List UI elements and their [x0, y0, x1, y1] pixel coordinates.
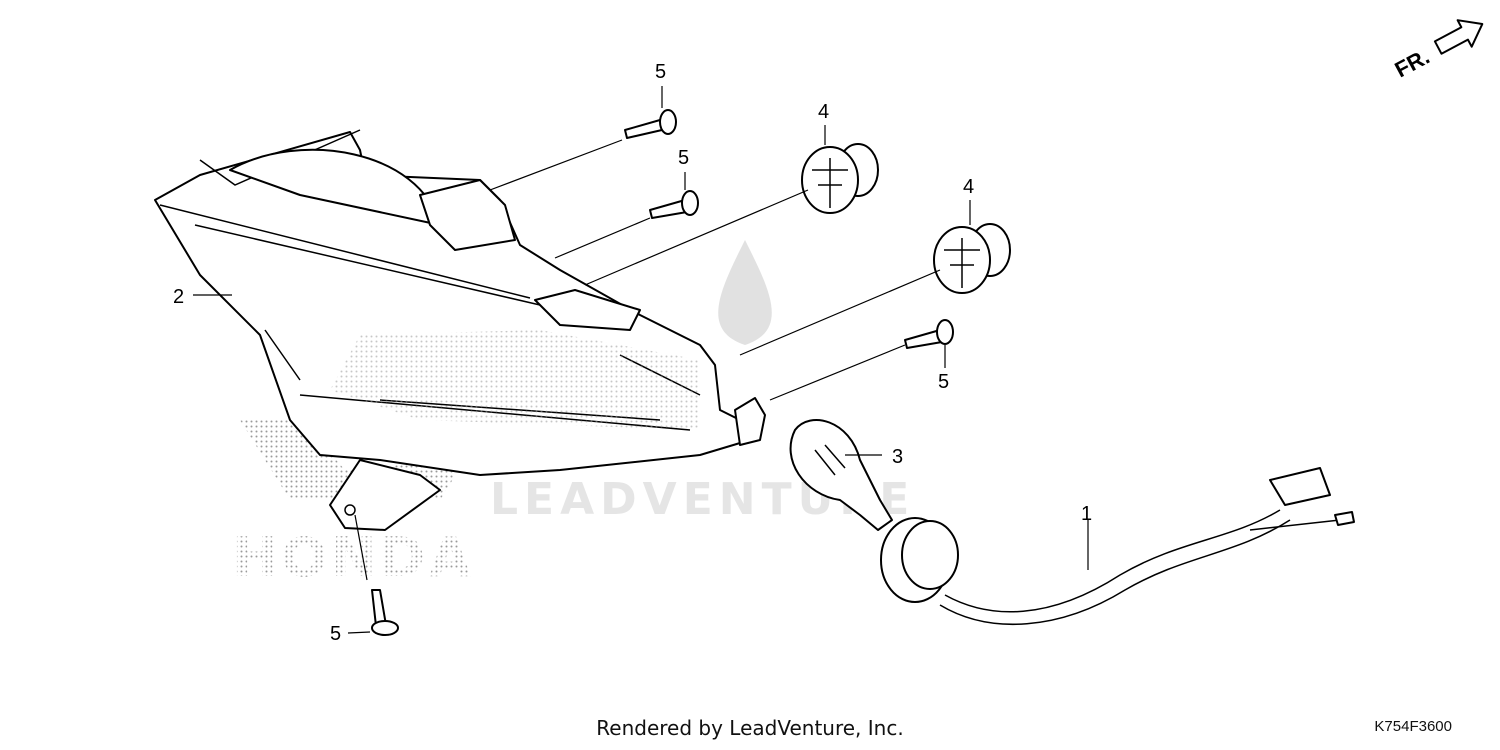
watermark-brand-text: HONDA [232, 526, 475, 589]
callout-bulb: 3 [892, 446, 903, 468]
callout-harness: 1 [1081, 503, 1092, 525]
callout-hardware-mount-bottom: 5 [330, 623, 341, 645]
callout-hardware-socket-right: 5 [938, 371, 949, 393]
socket-cap-upper [801, 143, 879, 214]
footer-credit: Rendered by LeadVenture, Inc. [596, 716, 904, 740]
screw-lamp-top [624, 109, 677, 139]
callout-socket-cap-lower: 4 [963, 176, 974, 198]
screw-socket-right [904, 319, 954, 349]
callout-hardware-lamp-top: 5 [655, 61, 666, 83]
callout-housing: 2 [173, 286, 184, 308]
front-direction-indicator: FR. [1391, 19, 1484, 83]
callout-hardware-lamp-mid: 5 [678, 147, 689, 169]
bulb [789, 419, 893, 531]
leader-lines [193, 86, 1089, 634]
screw-lamp-mid [649, 190, 699, 219]
socket-harness [880, 467, 1355, 625]
front-arrow-icon [1433, 19, 1484, 55]
callout-socket-cap-upper: 4 [818, 101, 829, 123]
taillight-housing [154, 129, 766, 531]
diagram-code: K754F3600 [1374, 718, 1452, 735]
fr-label: FR. [1391, 44, 1434, 83]
socket-cap-lower [933, 223, 1011, 294]
screw-mount-bottom [371, 589, 399, 636]
